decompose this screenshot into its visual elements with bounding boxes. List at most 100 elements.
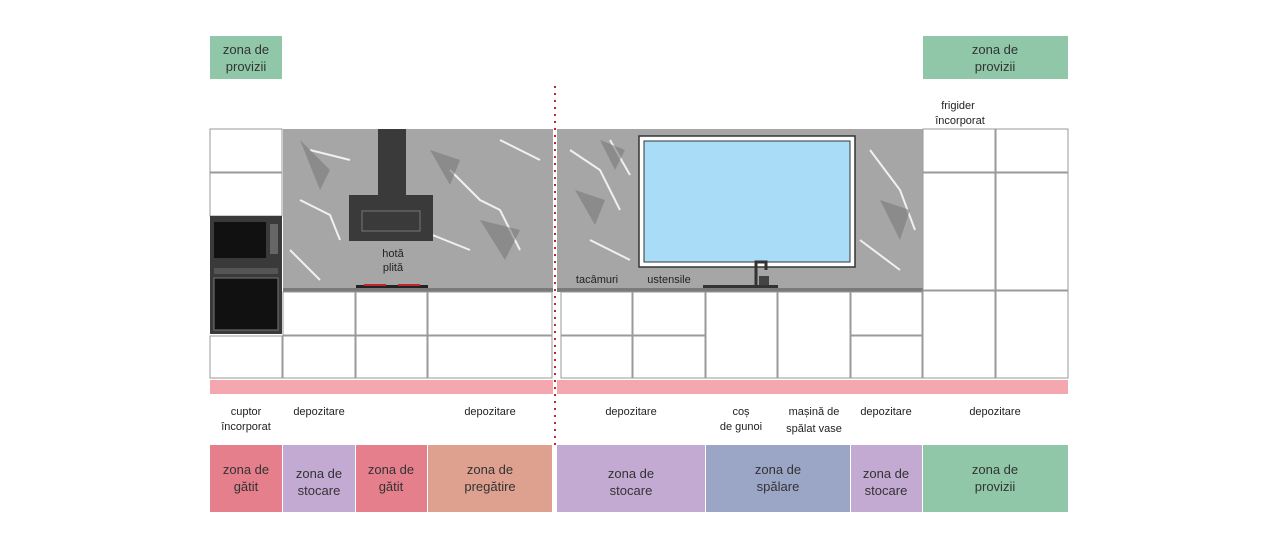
zone-label-line2: spălare xyxy=(757,479,800,494)
zone-label-line2: stocare xyxy=(298,483,341,498)
base-drawer xyxy=(427,335,553,379)
bottom-zone-box xyxy=(428,445,552,512)
bottom-zone-box xyxy=(851,445,922,512)
tall-cabinet xyxy=(995,172,1069,291)
utensils-label: ustensile xyxy=(647,274,690,286)
zone-label-line1: zona de xyxy=(296,466,342,481)
base-drawer xyxy=(355,335,428,379)
bottom-zone-box xyxy=(210,445,282,512)
base-drawer xyxy=(850,291,923,336)
bottom-zone-box xyxy=(706,445,850,512)
fridge-cabinet xyxy=(922,172,996,291)
cutlery-label: tacâmuri xyxy=(576,274,618,286)
burner-left xyxy=(364,284,386,286)
base-drawer xyxy=(282,291,356,336)
upper-cabinet xyxy=(209,172,283,217)
storage-label: depozitare xyxy=(860,406,911,418)
sink xyxy=(703,260,778,288)
base-drawer xyxy=(427,291,553,336)
upper-cabinet xyxy=(209,128,283,173)
sink-basin xyxy=(703,285,778,288)
bottom-zone-box xyxy=(557,445,705,512)
oven-label-line1: cuptor xyxy=(231,406,262,418)
top-zone-left-box xyxy=(210,36,282,79)
marble-veins-right xyxy=(569,139,916,271)
zone-label-line1: zona de xyxy=(863,466,909,481)
dishwasher-label-line1: mașină de xyxy=(789,406,840,418)
tall-column-right xyxy=(922,128,1069,379)
base-drawer xyxy=(355,291,428,336)
range-hood xyxy=(349,129,433,241)
oven-label-line2: încorporat xyxy=(220,421,271,433)
marble-veins-left xyxy=(289,139,541,281)
trash-label-line2: de gunoi xyxy=(720,421,762,433)
bottom-zone-storage-3: zona de stocare xyxy=(851,445,922,512)
plinth-right xyxy=(557,380,1068,394)
base-drawer xyxy=(632,291,706,336)
base-drawer xyxy=(850,335,923,379)
faucet-icon xyxy=(754,260,768,285)
base-drawer xyxy=(282,335,356,379)
bottom-zone-storage-2: zona de stocare xyxy=(557,445,705,512)
window-glass xyxy=(643,140,851,263)
tall-cabinet xyxy=(922,128,996,173)
tall-cabinet xyxy=(995,128,1069,173)
base-cabinet xyxy=(209,335,283,379)
zone-label-line2: pregătire xyxy=(464,479,515,494)
bottom-zone-pantry: zona de provizii xyxy=(923,445,1068,512)
zone-label-line2: provizii xyxy=(975,479,1016,494)
backsplash-left xyxy=(283,129,553,291)
bottom-zone-cooking-left: zona de gătit xyxy=(210,445,282,512)
microwave-control-panel xyxy=(270,224,278,254)
storage-label: depozitare xyxy=(464,406,515,418)
plinth-left xyxy=(210,380,553,394)
hood-canopy xyxy=(349,195,433,241)
top-zone-right-line2: provizii xyxy=(975,59,1016,74)
cooktop-label: plită xyxy=(383,262,404,274)
faucet-base xyxy=(759,276,769,285)
fridge-label-line1: frigider xyxy=(941,100,975,112)
top-zone-left: zona de provizii xyxy=(210,36,282,79)
base-drawer xyxy=(560,291,633,336)
window xyxy=(638,135,856,268)
zone-label-line1: zona de xyxy=(972,462,1018,477)
zone-label-line1: zona de xyxy=(755,462,801,477)
cooktop xyxy=(356,284,428,288)
zone-label-line2: stocare xyxy=(865,483,908,498)
top-zone-right-line1: zona de xyxy=(972,42,1018,57)
hood-label: hotă xyxy=(382,248,404,260)
dishwasher-label-line2: spălat vase xyxy=(786,423,842,435)
storage-label: depozitare xyxy=(605,406,656,418)
storage-label: depozitare xyxy=(293,406,344,418)
zone-label-line2: gătit xyxy=(234,479,259,494)
zone-label-line2: stocare xyxy=(610,483,653,498)
countertop-right xyxy=(557,288,923,292)
trash-cabinet xyxy=(705,291,778,379)
dishwasher-cabinet xyxy=(777,291,851,379)
bottom-zone-storage-1: zona de stocare xyxy=(283,445,355,512)
hood-panel xyxy=(361,210,421,232)
fridge-cabinet xyxy=(922,290,996,379)
zone-label-line1: zona de xyxy=(368,462,414,477)
top-zone-left-line1: zona de xyxy=(223,42,269,57)
oven-control-panel xyxy=(214,268,278,274)
top-zone-right: zona de provizii xyxy=(923,36,1068,79)
cooktop-surface xyxy=(356,285,428,288)
top-zone-left-line2: provizii xyxy=(226,59,267,74)
bottom-zone-box xyxy=(283,445,355,512)
hood-chimney xyxy=(378,129,406,195)
countertop-left xyxy=(283,288,553,292)
zone-label-line1: zona de xyxy=(467,462,513,477)
bottom-zone-box xyxy=(923,445,1068,512)
tall-cabinet xyxy=(995,290,1069,379)
bottom-zone-box xyxy=(356,445,427,512)
base-drawer xyxy=(632,335,706,379)
storage-label: depozitare xyxy=(969,406,1020,418)
trash-label-line1: coș xyxy=(732,406,750,418)
base-cabinets xyxy=(282,291,923,379)
bottom-zone-washing: zona de spălare xyxy=(706,445,850,512)
bottom-zone-cooking-right: zona de gătit xyxy=(356,445,427,512)
base-drawer xyxy=(560,335,633,379)
